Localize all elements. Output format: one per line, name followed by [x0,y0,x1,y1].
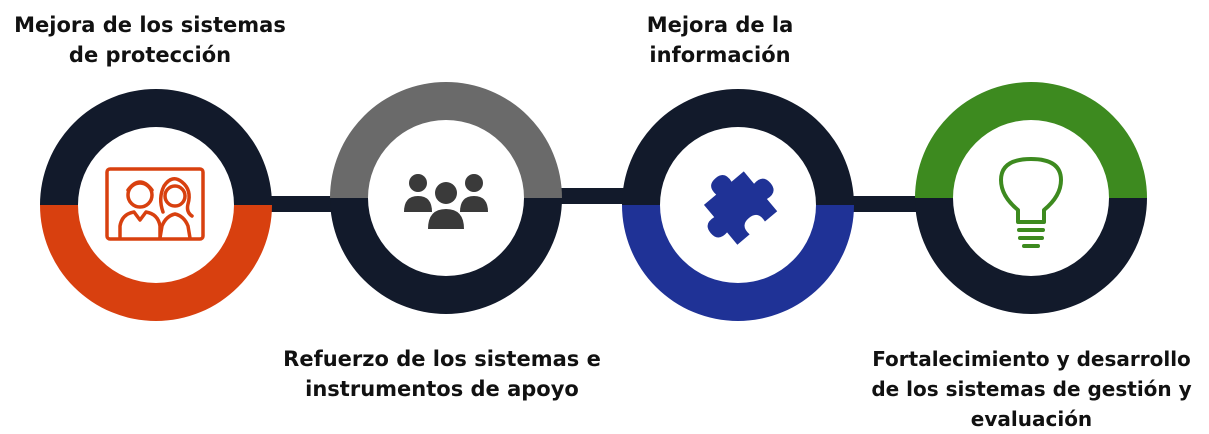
step-2-label-line-2: instrumentos de apoyo [305,377,579,401]
puzzle-piece-icon [703,171,778,245]
step-4-label-line-3: evaluación [970,407,1093,431]
step-4-label: Fortalecimiento y desarrollo de los sist… [854,344,1209,434]
step-3-label-line-1: Mejora de la [646,13,794,37]
step-3-ring [622,89,854,321]
lightbulb-icon [999,157,1063,248]
step-3-label-line-2: información [649,43,791,67]
family-portrait-icon [105,167,205,241]
step-4-label-line-1: Fortalecimiento y desarrollo [872,347,1191,371]
step-1-label: Mejora de los sistemas de protección [0,10,300,70]
step-1-ring [40,89,272,321]
step-3-label: Mejora de la información [600,10,840,70]
people-group-icon [404,174,488,229]
step-1-label-line-2: de protección [68,43,232,67]
step-1-label-line-1: Mejora de los sistemas [14,13,286,37]
step-2-label: Refuerzo de los sistemas e instrumentos … [262,344,622,404]
step-2-label-line-1: Refuerzo de los sistemas e [283,347,601,371]
step-4-ring [915,82,1147,314]
step-4-label-line-2: de los sistemas de gestión y [871,377,1192,401]
step-2-ring [330,82,562,314]
